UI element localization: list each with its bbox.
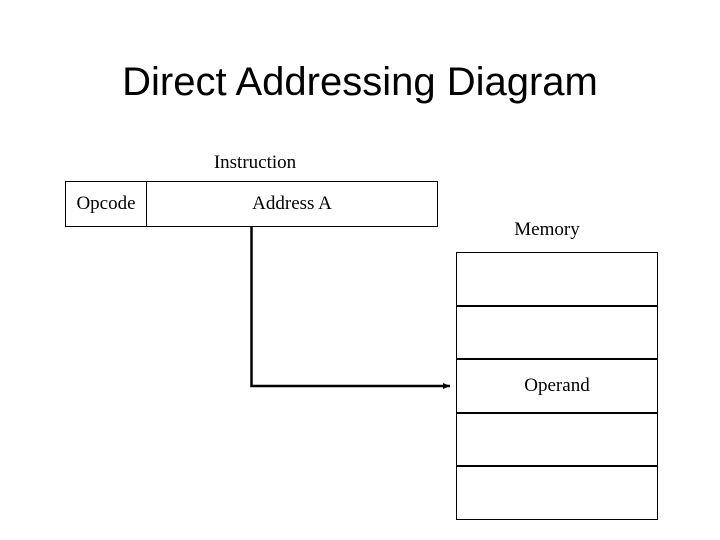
instruction-field-opcode: Opcode bbox=[66, 182, 147, 226]
memory-cell bbox=[457, 253, 657, 305]
memory-box: Operand bbox=[456, 252, 658, 520]
page-title: Direct Addressing Diagram bbox=[122, 60, 598, 104]
instruction-box: Opcode Address A bbox=[65, 181, 438, 227]
memory-cell bbox=[457, 304, 657, 359]
memory-cell bbox=[457, 411, 657, 466]
memory-caption: Memory bbox=[514, 219, 580, 240]
memory-cell bbox=[457, 465, 657, 519]
memory-cell-operand: Operand bbox=[457, 358, 657, 412]
connector-path bbox=[250, 227, 450, 389]
instruction-field-address: Address A bbox=[252, 193, 332, 214]
instruction-caption: Instruction bbox=[213, 152, 297, 173]
